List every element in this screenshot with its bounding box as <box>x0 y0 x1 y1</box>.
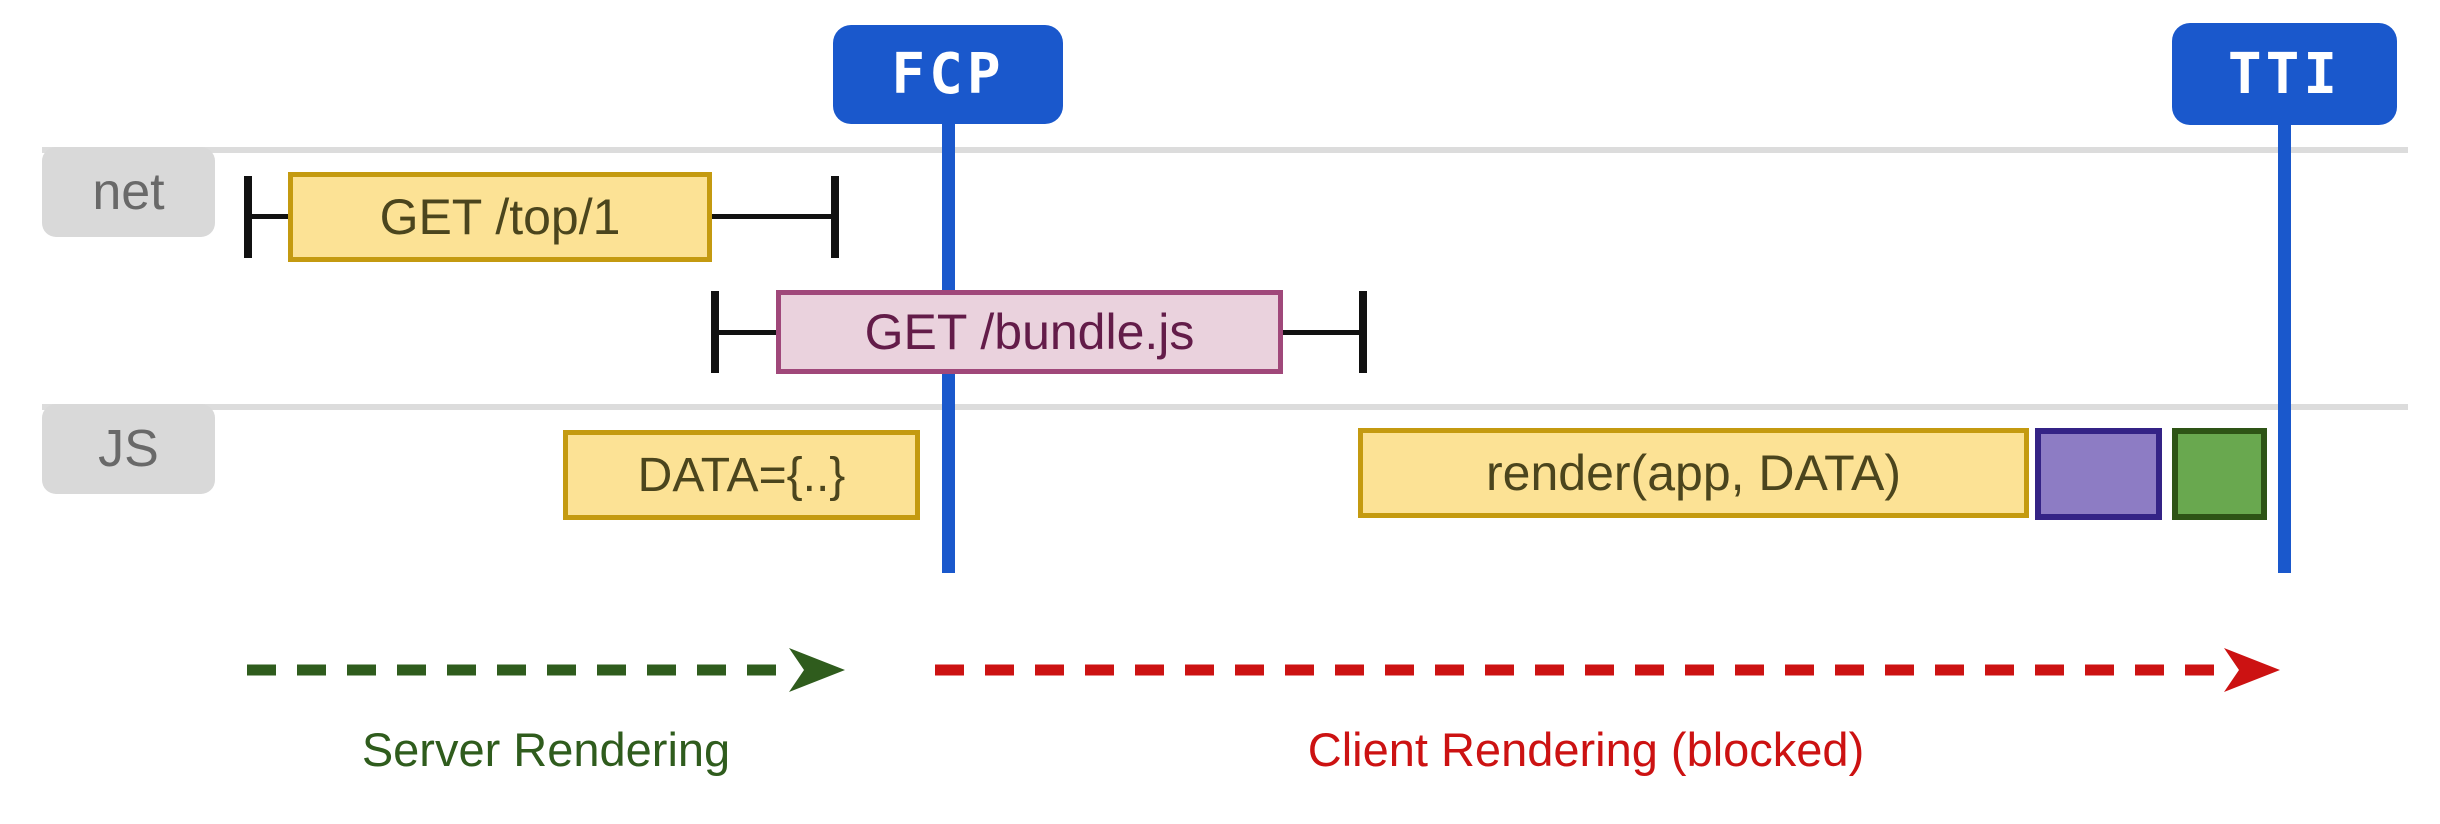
client-rendering-label: Client Rendering (blocked) <box>1307 723 1865 776</box>
get-bundle-start-connector <box>719 330 776 335</box>
tti-marker-line <box>2278 123 2291 573</box>
get-bundle-start-tick <box>711 291 719 373</box>
tti-badge: TTI <box>2172 23 2397 125</box>
bar-data-eval: DATA={..} <box>563 430 920 520</box>
phase-arrows-canvas <box>247 648 2280 692</box>
lane-label-net: net <box>42 147 215 237</box>
get-bundle-end-connector <box>1283 330 1359 335</box>
client-rendering-arrow <box>935 648 2280 692</box>
server-rendering-arrow <box>247 648 845 692</box>
get-bundle-end-tick <box>1359 291 1367 373</box>
get-top-start-connector <box>252 214 288 219</box>
lane-label-js: JS <box>42 404 215 494</box>
server-rendering-label: Server Rendering <box>361 723 731 776</box>
get-top-end-tick <box>831 176 839 258</box>
bar-get-top: GET /top/1 <box>288 172 712 262</box>
js-lane-line <box>42 404 2408 410</box>
get-top-start-tick <box>244 176 252 258</box>
bar-render-call: render(app, DATA) <box>1358 428 2029 518</box>
get-top-end-connector <box>712 214 831 219</box>
net-lane-line <box>42 147 2408 153</box>
bar-get-bundle: GET /bundle.js <box>776 290 1283 374</box>
bar-green-task <box>2172 428 2267 520</box>
bar-purple-task <box>2035 428 2162 520</box>
fcp-badge: FCP <box>833 25 1063 124</box>
